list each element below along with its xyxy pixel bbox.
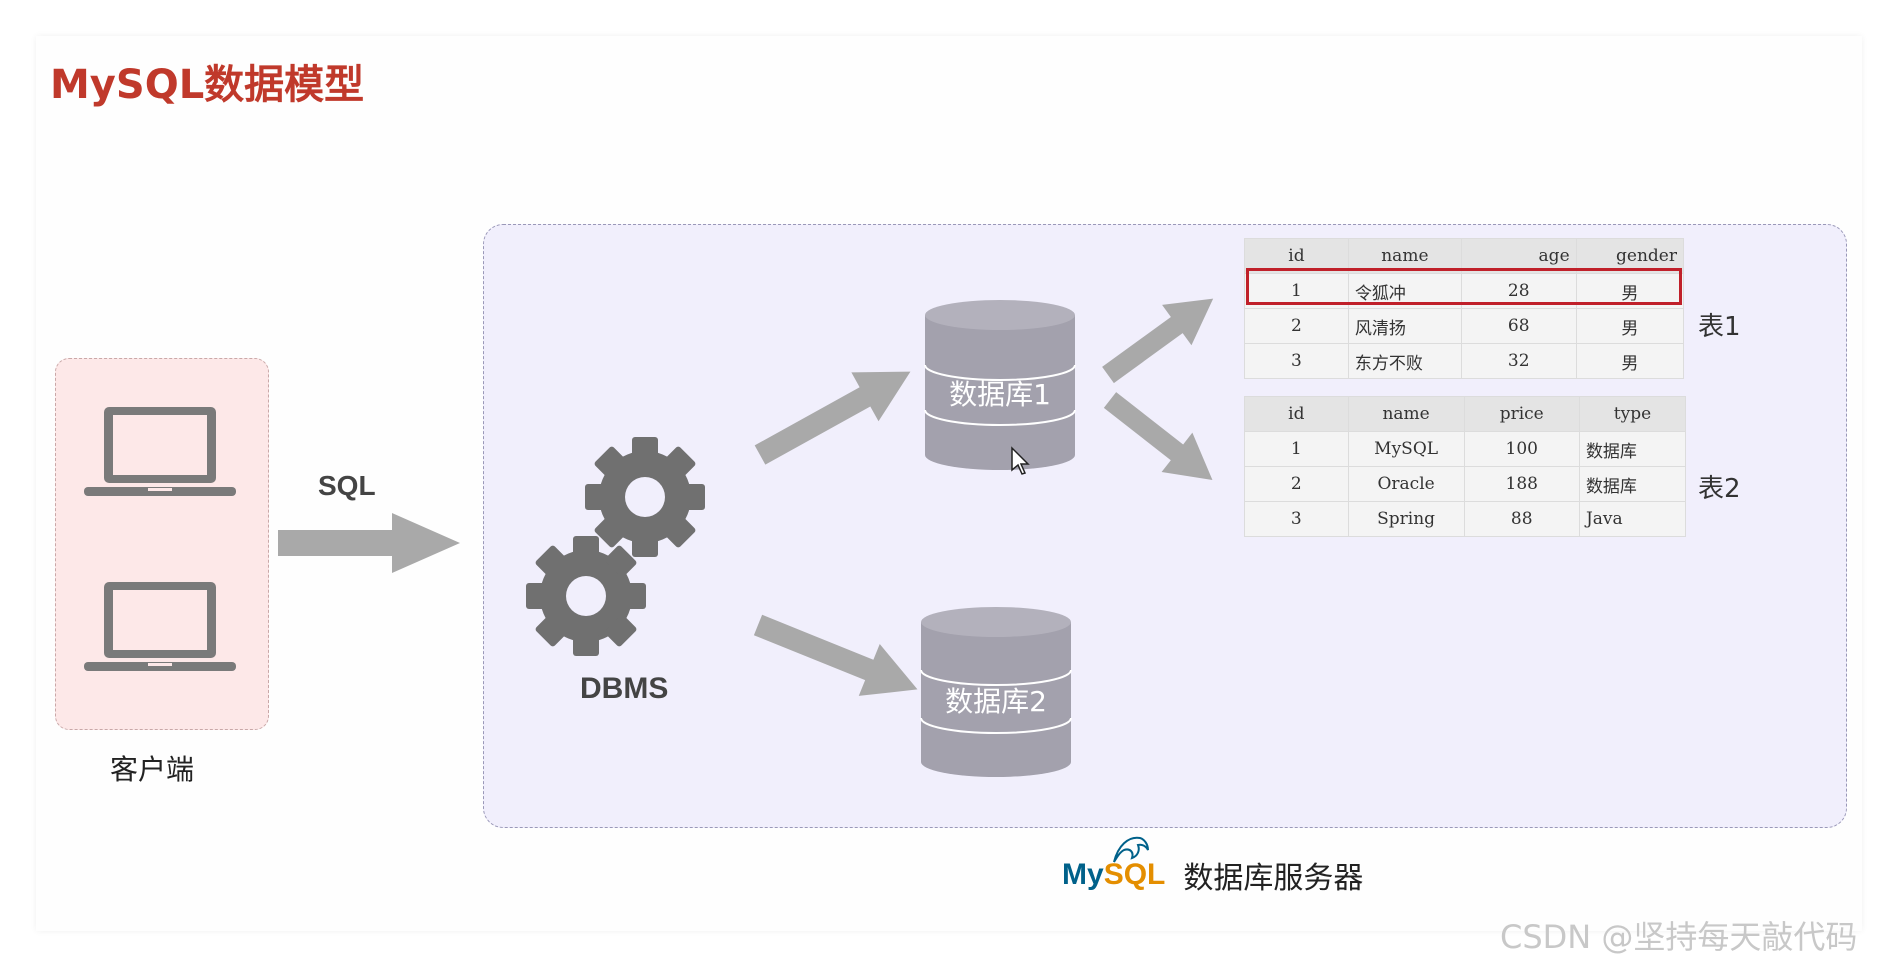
table-cell: 风清扬	[1347, 308, 1462, 344]
table-cell: 188	[1463, 466, 1580, 502]
database-1-label: 数据库1	[949, 378, 1051, 411]
footer-text: 数据库服务器	[1183, 861, 1364, 896]
table-row: 2 Oracle 188 数据库	[1244, 466, 1687, 502]
client-label: 客户端	[110, 753, 195, 786]
gear-icon	[585, 437, 705, 557]
column-header: id	[1244, 396, 1349, 432]
mysql-logo: MySQL	[1062, 836, 1166, 892]
laptop-icon	[84, 407, 236, 496]
table-cell: 2	[1244, 308, 1349, 344]
laptop-icon	[84, 582, 236, 671]
mysql-logo-sql: SQL	[1103, 858, 1166, 891]
page-title: MySQL数据模型	[50, 62, 365, 108]
database-2-label: 数据库2	[945, 685, 1047, 718]
highlighted-row-outline	[1246, 268, 1682, 305]
table-cell: 3	[1244, 343, 1349, 379]
footer: MySQL 数据库服务器	[1062, 836, 1364, 905]
table-cell: Oracle	[1347, 466, 1465, 502]
table-cell: 88	[1463, 501, 1580, 537]
cursor-icon	[1011, 446, 1030, 475]
dbms-label: DBMS	[580, 672, 669, 705]
table-2-label: 表2	[1698, 474, 1741, 504]
mysql-logo-my: My	[1062, 858, 1104, 891]
table-cell: 100	[1463, 431, 1580, 467]
arrow-to-db1	[754, 371, 911, 465]
table-1-label: 表1	[1698, 312, 1741, 342]
table-row: 1 MySQL 100 数据库	[1244, 431, 1687, 467]
column-header: name	[1347, 396, 1465, 432]
sql-arrow	[278, 513, 460, 573]
table-cell: 数据库	[1578, 466, 1687, 502]
watermark: CSDN @坚持每天敲代码	[1500, 918, 1858, 956]
arrow-to-table1	[1102, 298, 1214, 384]
database-icon	[924, 300, 1076, 470]
table-cell: Spring	[1347, 501, 1465, 537]
table-cell: MySQL	[1347, 431, 1465, 467]
mysql-dolphin-icon	[1113, 836, 1149, 863]
table-cell: 32	[1460, 343, 1577, 379]
table-cell: 东方不败	[1347, 343, 1462, 379]
table-cell: 68	[1460, 308, 1577, 344]
table-1: id name age gender 1 令狐冲 28 男 2 风清扬 68 男…	[1244, 238, 1685, 379]
table-cell: 3	[1244, 501, 1349, 537]
gear-icon	[526, 536, 646, 656]
column-header: price	[1463, 396, 1580, 432]
table-header-row: id name price type	[1244, 396, 1687, 432]
table-2: id name price type 1 MySQL 100 数据库 2 Ora…	[1244, 396, 1687, 537]
table-row: 3 东方不败 32 男	[1244, 343, 1685, 379]
table-cell: 男	[1575, 308, 1685, 344]
table-row: 2 风清扬 68 男	[1244, 308, 1685, 344]
table-cell: 男	[1575, 343, 1685, 379]
table-cell: 数据库	[1578, 431, 1687, 467]
table-cell: Java	[1578, 501, 1687, 537]
sql-label: SQL	[318, 470, 376, 501]
column-header: type	[1578, 396, 1687, 432]
table-row: 3 Spring 88 Java	[1244, 501, 1687, 537]
arrow-to-db2	[753, 614, 918, 696]
table-cell: 2	[1244, 466, 1349, 502]
database-icon	[920, 607, 1072, 777]
table-cell: 1	[1244, 431, 1349, 467]
arrow-to-table2	[1103, 392, 1213, 481]
